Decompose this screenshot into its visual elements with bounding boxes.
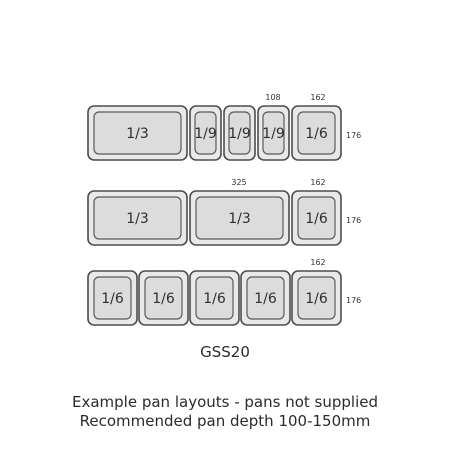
caption-line-1: Example pan layouts - pans not supplied [72,393,378,411]
pan-label: 1/3 [126,126,149,142]
model-name: GSS20 [200,343,250,361]
pan-label: 1/6 [305,126,328,142]
pan-row-2: 1/3 1/3 1/6 325 162 176 [87,178,361,246]
pan-1-3: 1/3 [87,190,188,246]
pan-label: 1/9 [194,126,217,142]
pan-1-9: 1/9 [189,105,222,161]
pan-label: 1/3 [126,211,149,227]
pan-1-3: 1/3 [87,105,188,161]
pan-label: 1/9 [228,126,251,142]
dimension-width: 162 [310,178,325,187]
pan-1-6: 1/6 [87,270,138,326]
pan-label: 1/9 [262,126,285,142]
pan-label: 1/6 [203,291,226,307]
pan-label: 1/6 [305,291,328,307]
dimension-depth: 176 [346,131,361,140]
pan-1-6: 1/6 [189,270,240,326]
caption-line-2: Recommended pan depth 100-150mm [79,412,371,430]
pan-label: 1/3 [228,211,251,227]
pan-row-3: 1/6 1/6 1/6 1/6 1/6 162 176 [87,258,361,326]
pan-label: 1/6 [305,211,328,227]
dimension-depth: 176 [346,216,361,225]
pan-1-6: 1/6 [138,270,189,326]
dimension-depth: 176 [346,296,361,305]
dimension-width: 162 [310,93,325,102]
pan-label: 1/6 [254,291,277,307]
dimension-width: 162 [310,258,325,267]
pan-1-9: 1/9 [257,105,290,161]
pan-label: 1/6 [152,291,175,307]
pan-1-3: 1/3 [189,190,290,246]
pan-1-6: 1/6 [291,105,342,161]
dimension-width: 325 [231,178,246,187]
pan-1-9: 1/9 [223,105,256,161]
pan-label: 1/6 [101,291,124,307]
dimension-width: 108 [265,93,280,102]
pan-row-1: 1/3 1/9 1/9 1/9 1/6 108 162 176 [87,93,361,161]
pan-1-6: 1/6 [240,270,291,326]
pan-1-6: 1/6 [291,270,342,326]
pan-1-6: 1/6 [291,190,342,246]
